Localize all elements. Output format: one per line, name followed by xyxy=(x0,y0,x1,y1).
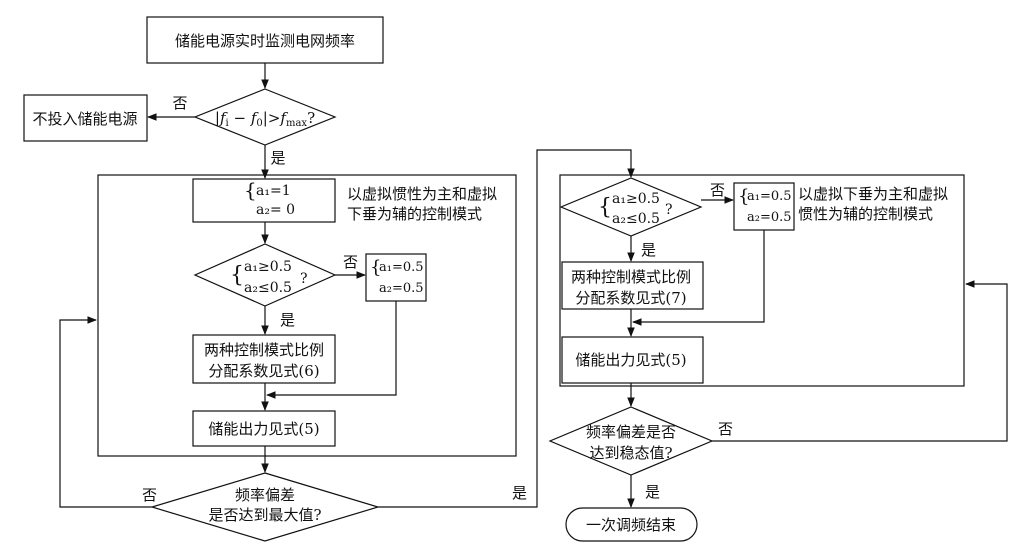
left-cond-a1: a₁≥0.5 xyxy=(244,259,292,275)
arrow-max-yes xyxy=(378,149,635,508)
arrow-right-clamp-merge xyxy=(632,230,765,326)
left-coefficient-decision xyxy=(193,243,337,307)
left-clamp-a2: a₂=0.5 xyxy=(379,281,424,296)
right-clamp-box xyxy=(733,182,795,231)
max-deviation-line1: 频率偏差 xyxy=(235,486,295,504)
start-box xyxy=(146,16,384,64)
label-no-4: 否 xyxy=(710,181,725,199)
left-ratio-line1: 两种控制模式比例 xyxy=(204,341,324,359)
end-text: 一次调频结束 xyxy=(586,516,676,534)
right-coefficient-decision xyxy=(559,177,703,237)
end-terminal xyxy=(565,507,698,542)
left-init-a1: a₁=1 xyxy=(256,183,291,199)
left-mode-region xyxy=(97,174,517,457)
right-cond-a2: a₂≤0.5 xyxy=(612,211,660,227)
steady-state-decision xyxy=(548,406,714,476)
no-storage-text: 不投入储能电源 xyxy=(32,110,137,128)
label-no-3: 否 xyxy=(142,486,157,504)
right-clamp-a1: a₁=0.5 xyxy=(747,189,792,204)
left-output-text: 储能出力见式(5) xyxy=(208,420,319,438)
left-cond-question: ? xyxy=(300,271,308,287)
right-ratio-line2: 分配系数见式(7) xyxy=(575,289,686,307)
label-no-1: 否 xyxy=(172,94,187,112)
max-deviation-line2: 是否达到最大值? xyxy=(208,506,321,524)
label-no-2: 否 xyxy=(343,253,358,271)
arrow-left-clamp-merge xyxy=(266,301,397,399)
label-yes-4: 是 xyxy=(641,241,656,259)
arrow-steady-no-loop xyxy=(712,280,1008,442)
left-ratio-line2: 分配系数见式(6) xyxy=(208,362,319,380)
left-init-a2: a₂= 0 xyxy=(256,202,295,218)
right-cond-brace: { xyxy=(598,195,612,220)
right-mode-caption-1: 以虚拟下垂为主和虚拟 xyxy=(798,185,948,203)
no-storage-box xyxy=(23,94,148,142)
left-mode-caption-1: 以虚拟惯性为主和虚拟 xyxy=(347,185,497,203)
left-output-box xyxy=(192,410,336,447)
left-init-brace: { xyxy=(244,178,257,202)
steady-state-line2: 达到稳态值? xyxy=(589,444,672,462)
left-init-box xyxy=(192,178,336,223)
right-cond-a1: a₁≥0.5 xyxy=(612,191,660,207)
right-clamp-brace: { xyxy=(738,186,749,207)
right-ratio-line1: 两种控制模式比例 xyxy=(571,268,691,286)
max-deviation-decision xyxy=(149,472,381,542)
label-yes-3: 是 xyxy=(512,484,527,502)
left-ratio-box xyxy=(192,334,336,384)
left-cond-brace: { xyxy=(230,263,244,288)
right-mode-caption-2: 惯性为辅的控制模式 xyxy=(798,205,933,223)
left-cond-a2: a₂≤0.5 xyxy=(244,280,292,296)
label-no-5: 否 xyxy=(718,420,733,438)
right-ratio-box xyxy=(561,261,704,310)
right-output-box xyxy=(561,336,704,384)
steady-state-line1: 频率偏差是否 xyxy=(586,423,676,441)
frequency-threshold-text: |fi − f0|>fmax? xyxy=(215,109,315,129)
arrow-max-no-loop xyxy=(59,316,152,508)
right-mode-region xyxy=(559,174,965,387)
start-text: 储能电源实时监测电网频率 xyxy=(175,32,355,50)
left-clamp-brace: { xyxy=(370,257,381,278)
label-yes-1: 是 xyxy=(270,149,285,167)
left-mode-caption-2: 下垂为辅的控制模式 xyxy=(347,205,482,223)
label-yes-2: 是 xyxy=(280,311,295,329)
left-clamp-box xyxy=(365,253,427,302)
right-output-text: 储能出力见式(5) xyxy=(575,351,686,369)
right-cond-question: ? xyxy=(665,202,673,218)
left-clamp-a1: a₁=0.5 xyxy=(379,260,424,275)
right-clamp-a2: a₂=0.5 xyxy=(747,210,792,225)
label-yes-5: 是 xyxy=(645,483,660,501)
